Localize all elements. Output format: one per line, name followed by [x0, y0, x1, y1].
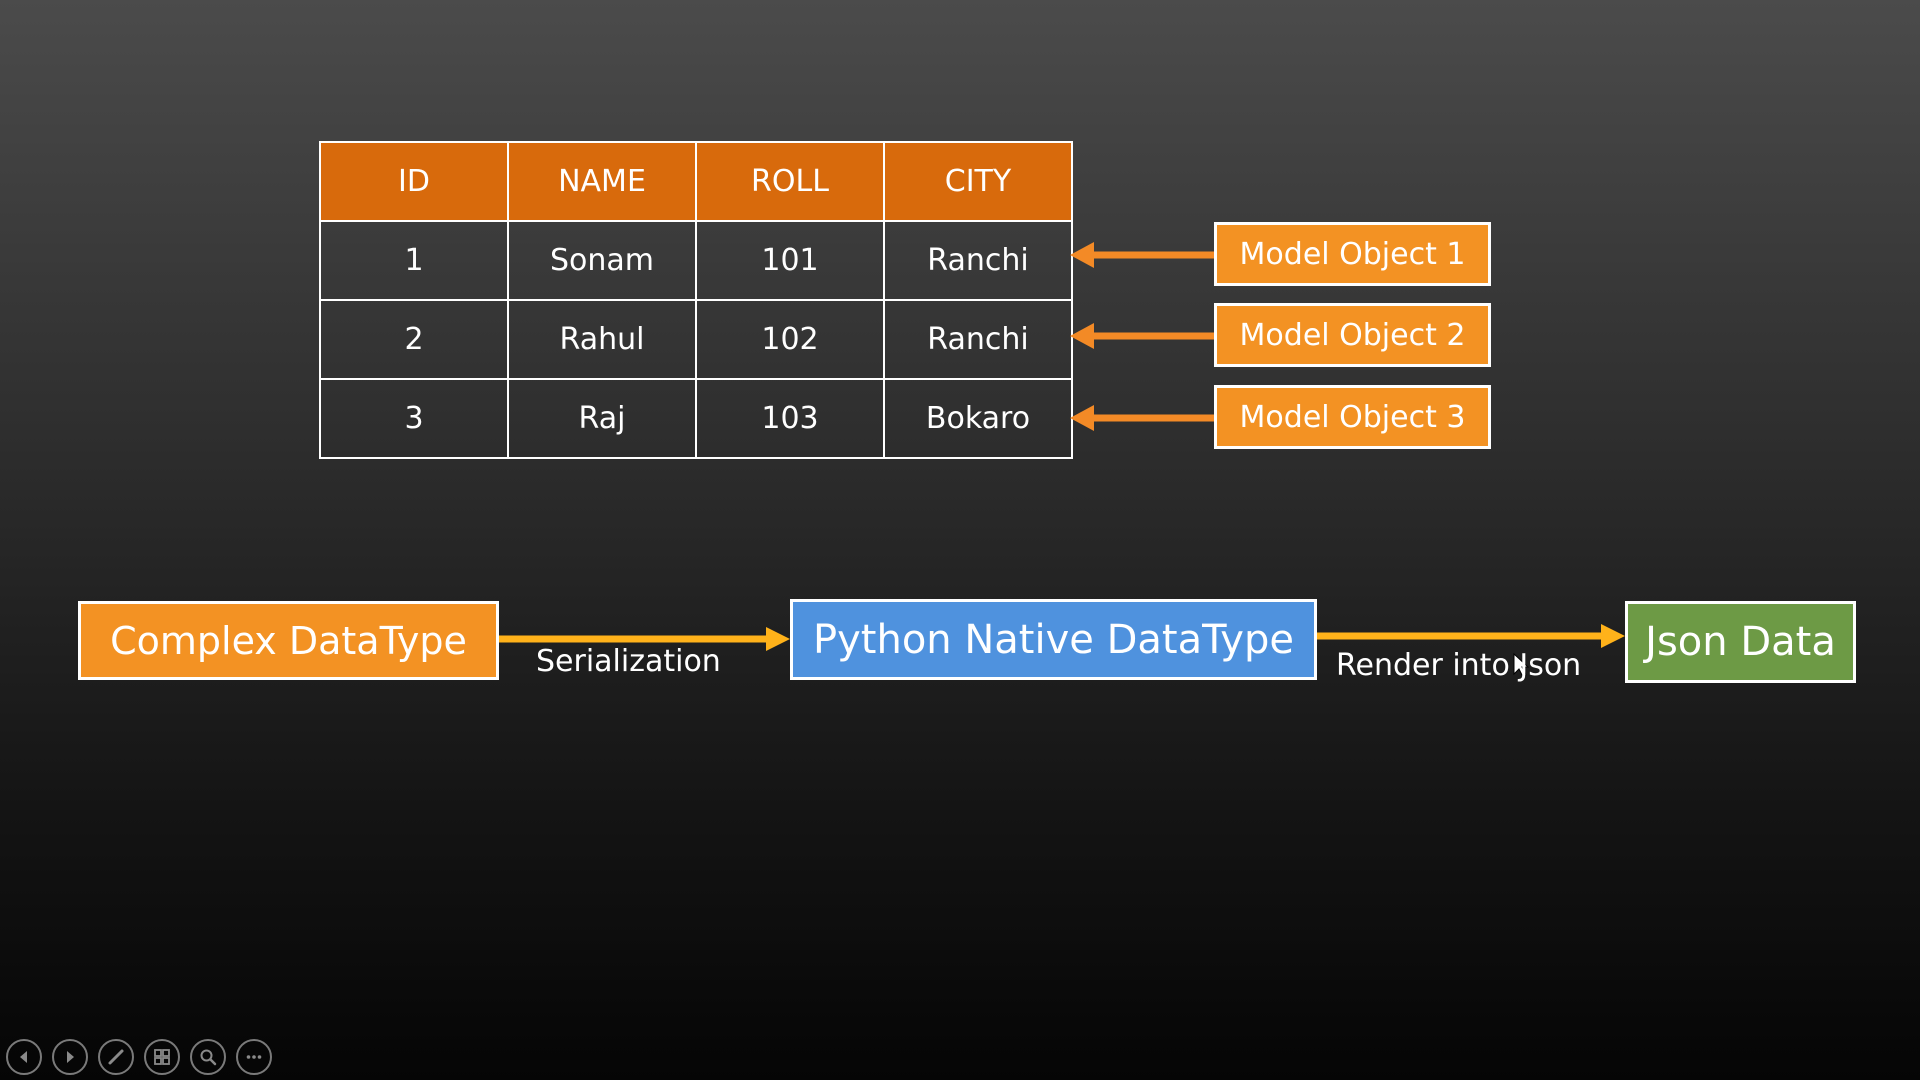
- cell-name: Raj: [507, 378, 697, 459]
- cell-roll: 103: [695, 378, 885, 459]
- serialization-label: Serialization: [536, 644, 721, 679]
- model-arrow-3: [1070, 405, 1214, 431]
- cell-id: 1: [319, 220, 509, 301]
- cell-id: 2: [319, 299, 509, 380]
- table-row: 3 Raj 103 Bokaro: [319, 378, 1073, 459]
- json-data-box: Json Data: [1625, 601, 1856, 683]
- previous-slide-button[interactable]: [6, 1039, 42, 1075]
- model-arrow-1: [1070, 242, 1214, 268]
- zoom-icon: [200, 1049, 217, 1066]
- more-options-button[interactable]: [236, 1039, 272, 1075]
- previous-icon: [20, 1051, 27, 1063]
- cell-city: Ranchi: [883, 299, 1073, 380]
- model-object-2-box: Model Object 2: [1214, 303, 1491, 367]
- complex-datatype-box: Complex DataType: [78, 601, 499, 680]
- render-into-json-label: Render into Json: [1336, 648, 1582, 683]
- model-arrow-2: [1070, 323, 1214, 349]
- next-icon: [67, 1051, 74, 1063]
- more-icon: [246, 1055, 262, 1059]
- slides-grid-icon: [154, 1049, 170, 1065]
- table-row: 1 Sonam 101 Ranchi: [319, 220, 1073, 301]
- cell-city: Ranchi: [883, 220, 1073, 301]
- table-header-row: ID NAME ROLL CITY: [319, 141, 1073, 222]
- table-row: 2 Rahul 102 Ranchi: [319, 299, 1073, 380]
- header-roll: ROLL: [695, 141, 885, 222]
- zoom-button[interactable]: [190, 1039, 226, 1075]
- header-name: NAME: [507, 141, 697, 222]
- pen-button[interactable]: [98, 1039, 134, 1075]
- model-object-3-box: Model Object 3: [1214, 385, 1491, 449]
- cell-city: Bokaro: [883, 378, 1073, 459]
- cell-name: Sonam: [507, 220, 697, 301]
- pen-icon: [108, 1049, 124, 1065]
- see-all-slides-button[interactable]: [144, 1039, 180, 1075]
- python-native-datatype-box: Python Native DataType: [790, 599, 1317, 680]
- model-object-1-box: Model Object 1: [1214, 222, 1491, 286]
- cell-id: 3: [319, 378, 509, 459]
- header-city: CITY: [883, 141, 1073, 222]
- header-id: ID: [319, 141, 509, 222]
- cell-name: Rahul: [507, 299, 697, 380]
- slideshow-controls: [6, 1039, 272, 1075]
- cell-roll: 102: [695, 299, 885, 380]
- next-slide-button[interactable]: [52, 1039, 88, 1075]
- cell-roll: 101: [695, 220, 885, 301]
- student-table: ID NAME ROLL CITY 1 Sonam 101 Ranchi 2 R…: [319, 141, 1073, 459]
- render-arrow: [1317, 624, 1625, 648]
